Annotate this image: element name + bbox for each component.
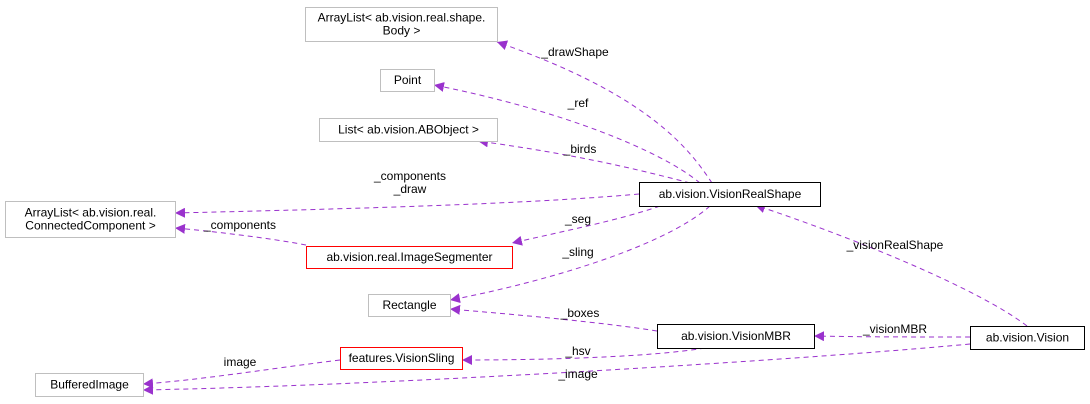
node-box [657, 324, 815, 349]
edge-label: _ref [567, 96, 589, 110]
edge-label: _birds [563, 142, 597, 156]
node-buffered-image[interactable]: BufferedImage [35, 373, 144, 397]
edge-line [142, 343, 971, 395]
node-label: features.VisionSling [349, 351, 455, 365]
node-label: Rectangle [382, 298, 436, 312]
node-label: Body > [383, 24, 421, 38]
node-box [368, 294, 451, 317]
edge-line [449, 205, 711, 304]
edge-label: _components [203, 218, 276, 232]
edge-label: image [224, 355, 257, 369]
node-label: List< ab.vision.ABObject > [338, 123, 479, 137]
node-label: ab.vision.VisionRealShape [659, 187, 802, 201]
edge-line [461, 347, 706, 365]
edge-label: _drawShape [540, 45, 609, 59]
node-point[interactable]: Point [380, 69, 435, 92]
node-vision-mbr[interactable]: ab.vision.VisionMBR [657, 324, 815, 349]
edge-line [433, 82, 701, 184]
node-label: ab.vision.VisionMBR [681, 329, 791, 343]
edges-layer: _drawShape_ref_birds_components_draw_seg… [142, 40, 1028, 395]
edge-image-vision: _image [142, 343, 971, 395]
node-box [35, 373, 144, 397]
edge-vision-mbr-edge: _visionMBR [813, 322, 971, 342]
edge-image-sling: image [142, 355, 341, 389]
edge-line [449, 304, 658, 332]
node-list-abobject[interactable]: List< ab.vision.ABObject > [319, 118, 498, 142]
edge-line [496, 40, 713, 184]
node-label: ConnectedComponent > [25, 219, 155, 233]
edge-label: _seg [564, 212, 591, 226]
edge-drawshape: _drawShape [496, 40, 713, 184]
nodes-layer: ArrayList< ab.vision.real.shape.Body > Po… [5, 7, 1085, 397]
node-box [380, 69, 435, 92]
node-box [306, 246, 513, 269]
node-vision[interactable]: ab.vision.Vision [970, 326, 1085, 350]
node-label: Point [394, 73, 422, 87]
edge-line [174, 223, 307, 246]
node-label: ArrayList< ab.vision.real. [25, 206, 157, 220]
edge-label: _draw [393, 182, 427, 196]
edge-hsv: _hsv [461, 344, 706, 365]
node-box [305, 7, 498, 42]
node-label: ab.vision.Vision [986, 331, 1069, 345]
node-label: ab.vision.real.ImageSegmenter [326, 250, 492, 264]
node-box [970, 326, 1085, 350]
edge-line [754, 203, 1028, 327]
edge-line [813, 331, 971, 342]
node-box [340, 347, 463, 370]
edge-boxes: _boxes [449, 304, 658, 332]
edge-components-draw: _components_draw [174, 169, 640, 218]
edge-label: _image [557, 367, 598, 381]
node-box [639, 182, 821, 207]
node-label: BufferedImage [50, 378, 129, 392]
edge-label: _boxes [560, 306, 600, 320]
edge-vision-real-shape-edge: _visionRealShape [754, 203, 1028, 327]
node-rectangle[interactable]: Rectangle [368, 294, 451, 317]
edge-components: _components [174, 218, 307, 246]
node-label: ArrayList< ab.vision.real.shape. [318, 11, 486, 25]
edge-sling: _sling [449, 205, 711, 304]
node-image-segmenter[interactable]: ab.vision.real.ImageSegmenter [306, 246, 513, 269]
edge-line [174, 193, 640, 218]
edge-birds: _birds [477, 137, 691, 184]
edge-line [142, 359, 341, 389]
edge-label: _visionRealShape [846, 238, 944, 252]
node-vision-real-shape[interactable]: ab.vision.VisionRealShape [639, 182, 821, 207]
edge-label: _sling [561, 245, 593, 259]
node-vision-sling[interactable]: features.VisionSling [340, 347, 463, 370]
edge-ref: _ref [433, 82, 701, 184]
edge-line [477, 137, 691, 184]
edge-label: _components [373, 169, 446, 183]
edge-label: _visionMBR [862, 322, 927, 336]
node-box [319, 118, 498, 142]
node-arraylist-body[interactable]: ArrayList< ab.vision.real.shape.Body > [305, 7, 498, 42]
edge-line [511, 205, 661, 246]
node-box [5, 201, 176, 238]
edge-seg: _seg [511, 205, 661, 246]
node-arraylist-connected[interactable]: ArrayList< ab.vision.real.ConnectedCompo… [5, 201, 176, 238]
edge-label: _hsv [564, 344, 590, 358]
